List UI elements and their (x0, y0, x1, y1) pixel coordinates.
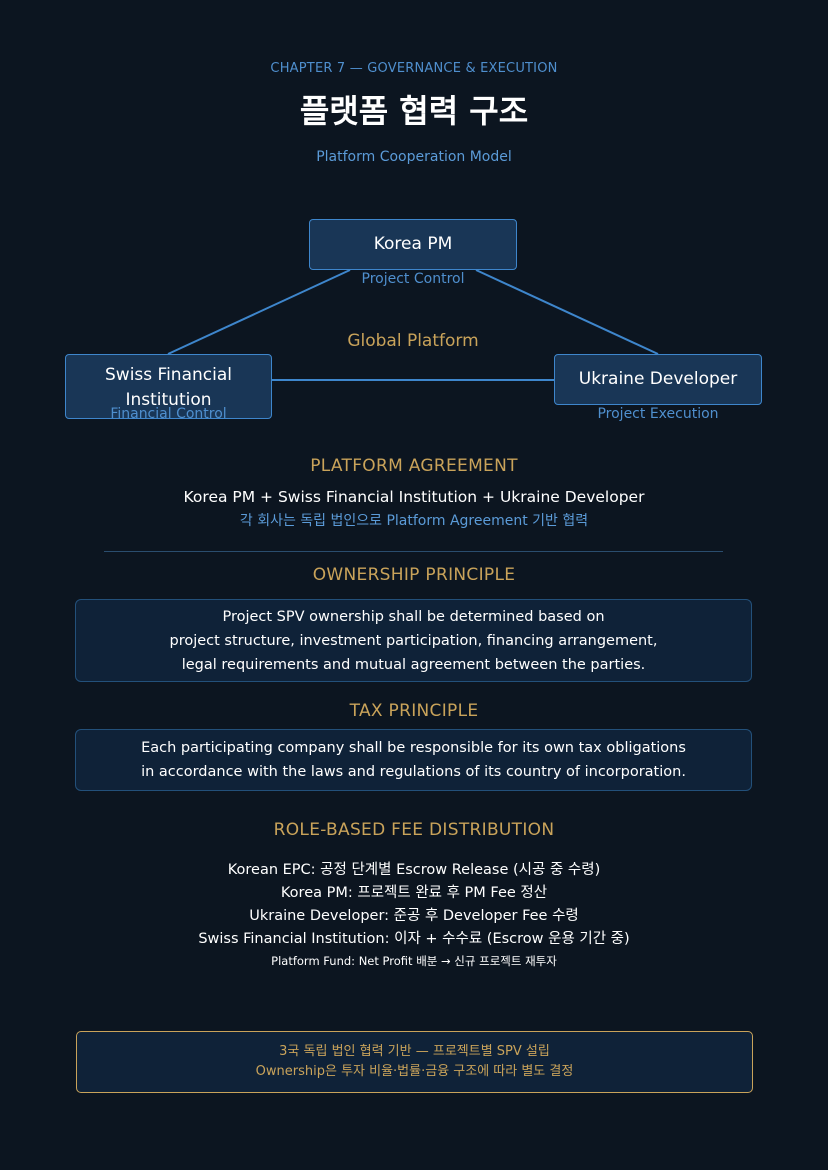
footer-summary-box: 3국 독립 법인 협력 기반 — 프로젝트별 SPV 설립 Ownership은… (76, 1031, 753, 1093)
tax-line: in accordance with the laws and regulati… (141, 764, 686, 780)
node-korea-pm: Korea PM (309, 219, 517, 270)
agreement-heading: PLATFORM AGREEMENT (310, 456, 518, 476)
ownership-heading: OWNERSHIP PRINCIPLE (312, 565, 516, 585)
node-ukraine-developer-name: Ukraine Developer (578, 369, 738, 389)
ownership-line: project structure, investment participat… (169, 632, 658, 649)
footer-line-1: 3국 독립 법인 협력 기반 — 프로젝트별 SPV 설립 (279, 1044, 550, 1059)
connector-top-right (475, 269, 659, 355)
node-swiss-financial-name-1: Swiss Financial (105, 365, 232, 385)
fee-item: Korea PM: 프로젝트 완료 후 PM Fee 정산 (280, 885, 548, 901)
fee-item: Ukraine Developer: 준공 후 Developer Fee 수령 (249, 908, 579, 924)
ownership-line: Project SPV ownership shall be determine… (222, 608, 605, 625)
node-swiss-financial: Swiss Financial Institution (65, 354, 272, 419)
node-korea-pm-name: Korea PM (373, 234, 453, 254)
fee-item: Korean EPC: 공정 단계별 Escrow Release (시공 중 … (227, 862, 601, 878)
agreement-note: 각 회사는 독립 법인으로 Platform Agreement 기반 협력 (239, 513, 589, 529)
footer-line-2: Ownership은 투자 비율·법률·금융 구조에 따라 별도 결정 (255, 1064, 574, 1079)
platform-diagram-connectors (167, 269, 659, 381)
fees-heading: ROLE-BASED FEE DISTRIBUTION (273, 820, 555, 840)
chapter-label: CHAPTER 7 — GOVERNANCE & EXECUTION (270, 61, 558, 76)
agreement-parties: Korea PM + Swiss Financial Institution +… (183, 488, 645, 506)
section-divider (104, 551, 723, 552)
ownership-line: legal requirements and mutual agreement … (181, 656, 646, 673)
node-ukraine-developer-role: Project Execution (597, 406, 719, 422)
connector-top-left (167, 269, 351, 355)
fund-note: Platform Fund: Net Profit 배분 → 신규 프로젝트 재… (271, 954, 557, 968)
node-swiss-financial-role: Financial Control (110, 406, 227, 422)
tax-box: Each participating company shall be resp… (75, 729, 752, 791)
global-platform-label: Global Platform (347, 331, 479, 351)
node-swiss-financial-name-2: Institution (125, 390, 212, 410)
tax-heading: TAX PRINCIPLE (349, 701, 479, 721)
page-title: 플랫폼 협력 구조 (299, 92, 529, 130)
tax-line: Each participating company shall be resp… (141, 740, 686, 756)
ownership-box: Project SPV ownership shall be determine… (75, 599, 752, 682)
page-subtitle: Platform Cooperation Model (316, 149, 512, 165)
node-ukraine-developer: Ukraine Developer (554, 354, 762, 405)
fee-item: Swiss Financial Institution: 이자 + 수수료 (E… (198, 931, 630, 947)
node-korea-pm-role: Project Control (361, 271, 465, 287)
